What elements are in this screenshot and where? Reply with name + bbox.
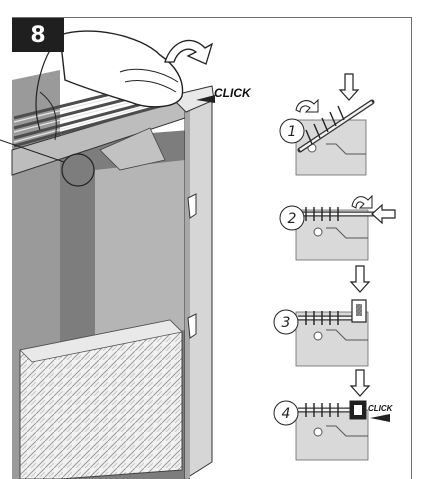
down-arrow-icon bbox=[338, 73, 360, 101]
substep-number: 4 bbox=[282, 406, 291, 422]
substep-2: 2 bbox=[279, 194, 396, 261]
substep-number: 1 bbox=[288, 124, 297, 140]
step-number-badge: 8 bbox=[12, 18, 64, 52]
magnifier-pointer bbox=[0, 139, 65, 163]
frame-top bbox=[12, 17, 412, 18]
curl-arrow-icon bbox=[351, 194, 373, 209]
heater-scene bbox=[0, 30, 215, 479]
substep-badge bbox=[273, 400, 299, 426]
substep-number: 3 bbox=[282, 315, 291, 331]
substep-3: 3 bbox=[273, 265, 371, 367]
substep-badge bbox=[279, 205, 305, 231]
substep-badge bbox=[273, 309, 299, 335]
curl-arrow-icon bbox=[295, 98, 319, 113]
bracket-hook bbox=[187, 193, 197, 339]
inner-panel bbox=[95, 160, 185, 340]
frame-right bbox=[411, 17, 412, 479]
down-arrow-icon bbox=[349, 369, 371, 397]
down-arrow-icon bbox=[349, 265, 371, 293]
click-pointer bbox=[196, 95, 215, 103]
substep-1: 1 bbox=[279, 73, 375, 176]
substep-badge bbox=[279, 118, 305, 144]
substep-number: 2 bbox=[288, 211, 297, 227]
magnifier-circle bbox=[61, 153, 95, 187]
click-pointer bbox=[370, 414, 390, 422]
click-label: CLICK bbox=[214, 86, 251, 100]
left-arrow-icon bbox=[371, 203, 396, 225]
substep-4: 4 bbox=[273, 369, 390, 461]
rail-groove bbox=[13, 76, 183, 148]
curved-arrow-icon bbox=[164, 39, 214, 65]
click-label-small: CLICK bbox=[368, 404, 393, 413]
